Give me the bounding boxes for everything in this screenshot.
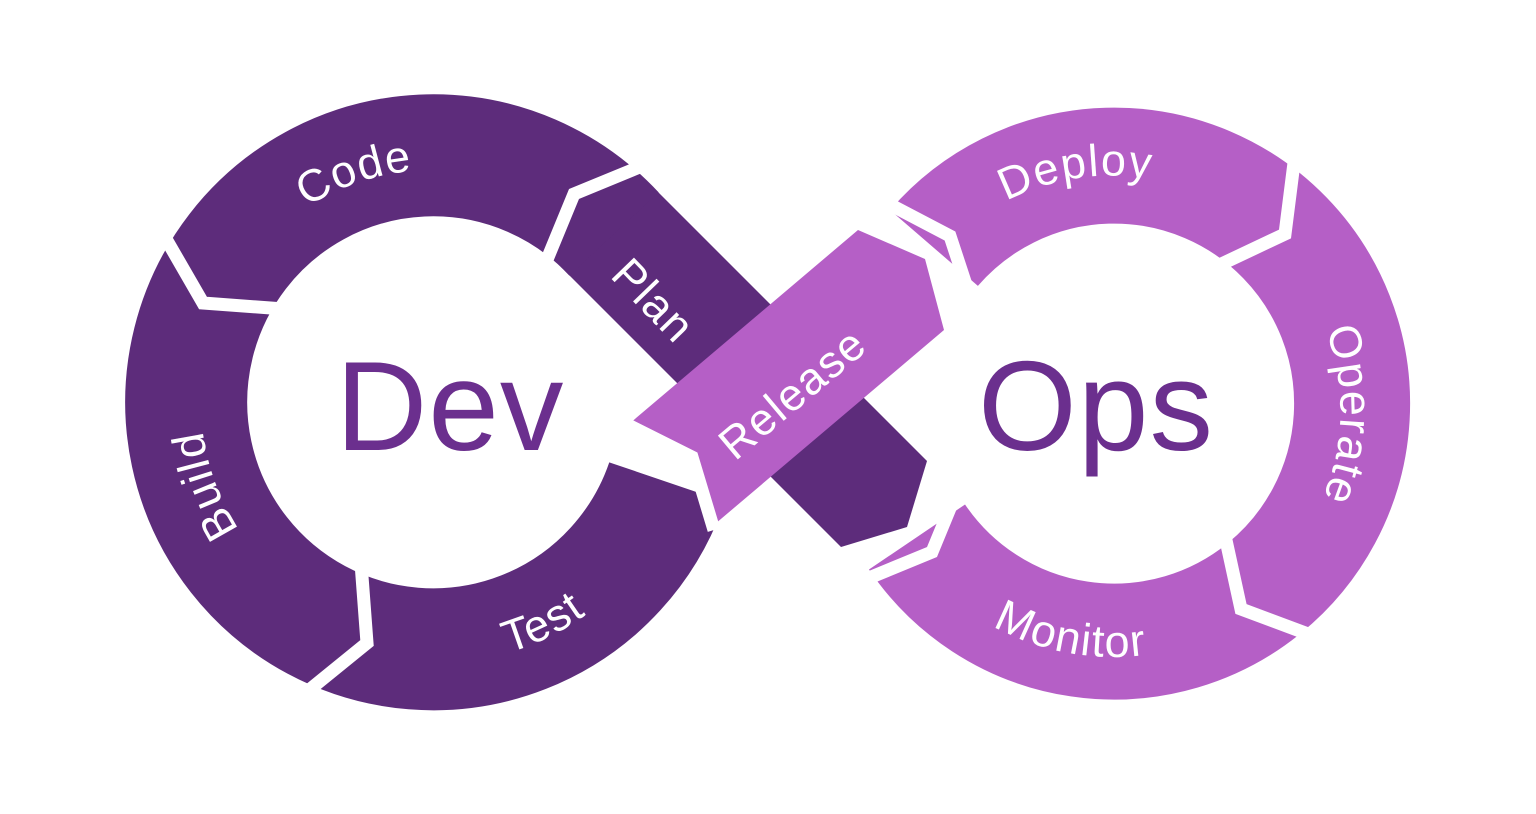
gap-chevron-operate-monitor	[1217, 529, 1319, 644]
gap-chevron-plan-code	[539, 159, 645, 265]
gap-chevron-test-release	[621, 417, 721, 532]
gap-chevron-release-deploy	[881, 196, 980, 309]
release-ribbon-band	[629, 230, 944, 524]
ops-ring-arc	[869, 107, 1411, 700]
gap-chevron-monitor-plan	[861, 481, 967, 587]
ops-center-label: Ops	[978, 335, 1214, 477]
gap-chevron-deploy-operate	[1210, 154, 1302, 274]
gap-chevron-build-test	[298, 562, 374, 701]
dev-center-label: Dev	[336, 335, 565, 477]
dev-ring-arc	[125, 94, 725, 711]
gap-chevron-code-build	[156, 228, 285, 316]
